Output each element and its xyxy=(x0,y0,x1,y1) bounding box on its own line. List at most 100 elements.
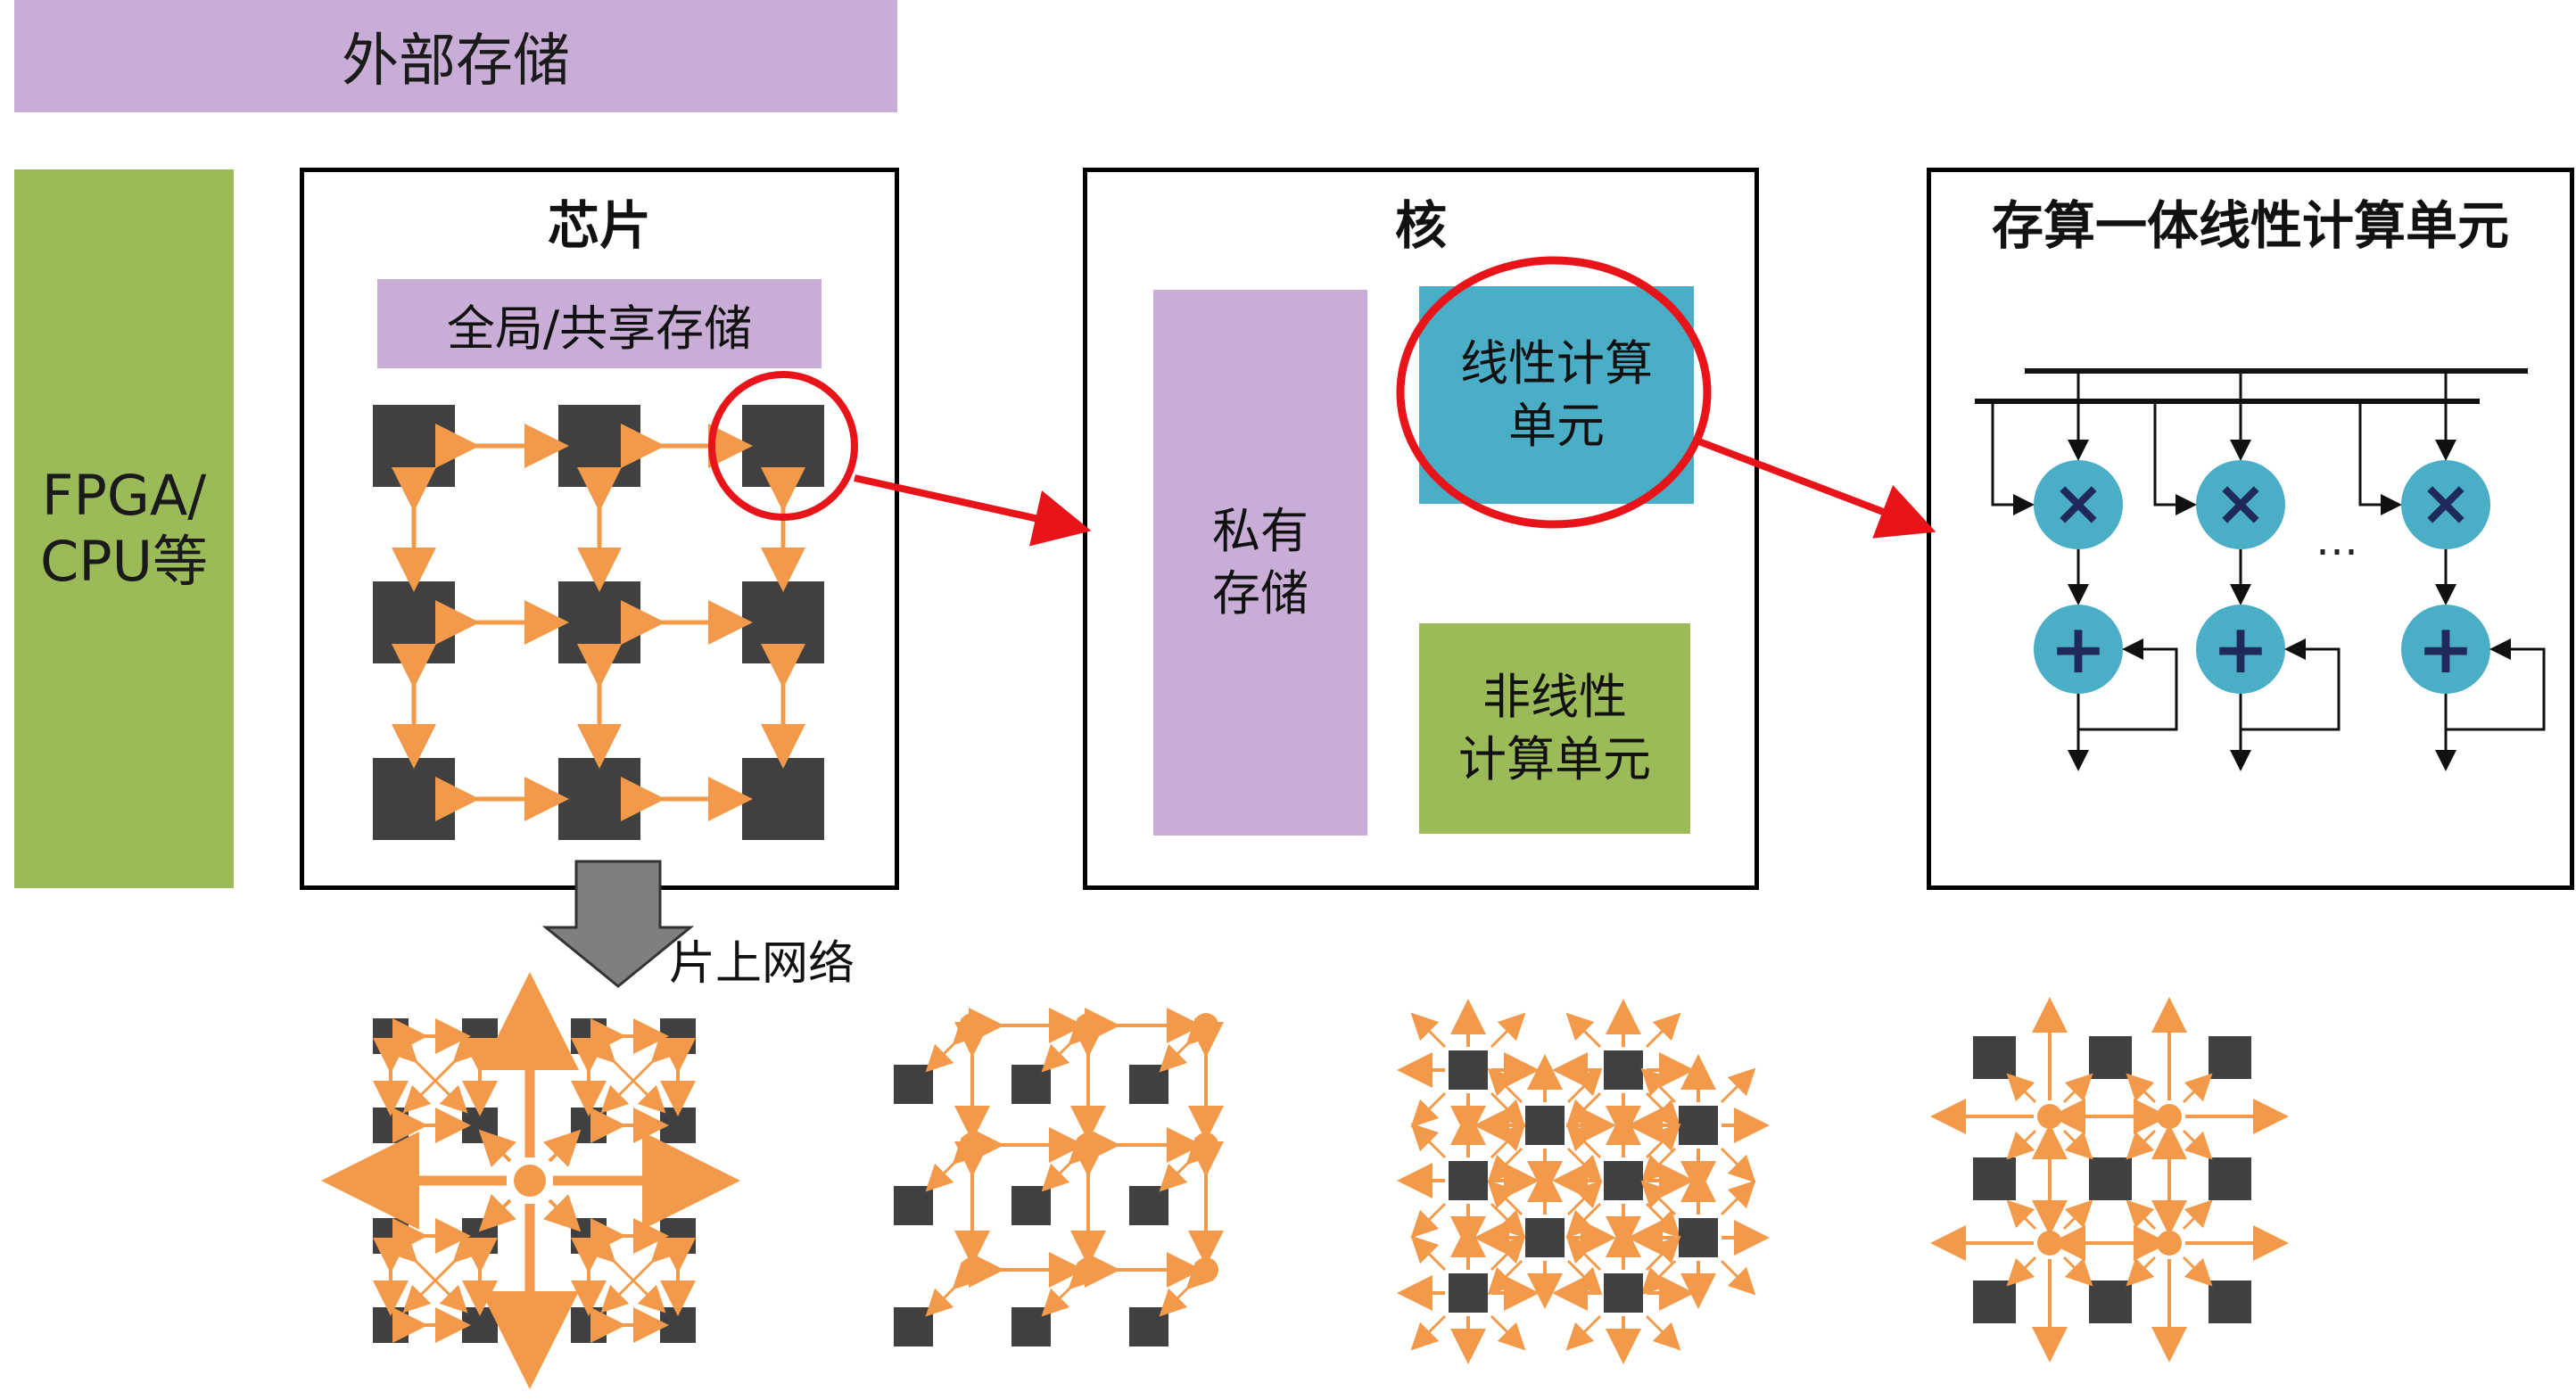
node-diag-link xyxy=(1565,1235,1602,1272)
node-diag-link xyxy=(1640,1067,1677,1104)
global-shared-storage: 全局/共享存储 xyxy=(377,279,822,368)
node-diag-link xyxy=(1410,1012,1447,1049)
node-diag-link xyxy=(1720,1180,1756,1216)
router-node xyxy=(960,1013,985,1038)
multiplier-node xyxy=(2196,460,2285,549)
adder-node xyxy=(2196,605,2285,694)
highlight-circle-linear-unit xyxy=(1396,256,1712,529)
router-diag-link xyxy=(2062,1199,2093,1231)
multiply-icon: × xyxy=(2215,466,2267,539)
node-square xyxy=(894,1186,933,1225)
node-square xyxy=(1011,1307,1051,1346)
core-title: 核 xyxy=(1394,195,1447,256)
node-diag-link xyxy=(1490,1314,1526,1351)
node-square xyxy=(373,1307,409,1343)
node-diag-link xyxy=(1566,1067,1603,1104)
nonlinear-compute-unit: 非线性 计算单元 xyxy=(1419,623,1690,834)
node-square xyxy=(2089,1157,2132,1200)
core-square xyxy=(558,581,640,663)
chip-core-grid xyxy=(373,405,824,840)
node-diag-link xyxy=(1720,1147,1756,1183)
noc-label: 片上网络 xyxy=(669,937,855,991)
router-node-link xyxy=(925,1017,981,1073)
node-square xyxy=(462,1108,498,1143)
router-node xyxy=(1076,1013,1101,1038)
node-square xyxy=(1449,1050,1488,1090)
router-diag-link xyxy=(2182,1256,2213,1287)
node-square xyxy=(462,1218,498,1254)
node-square xyxy=(1604,1050,1643,1090)
node-diag-link xyxy=(1645,1235,1681,1272)
node-diag-link xyxy=(1645,1091,1681,1128)
router-node xyxy=(1193,1013,1218,1038)
node-square xyxy=(1604,1161,1643,1200)
noc-topologies xyxy=(321,860,2289,1389)
router-node xyxy=(2157,1104,2182,1129)
adder-node xyxy=(2034,605,2123,694)
core-square xyxy=(742,758,824,840)
router-diag-link xyxy=(2062,1073,2093,1104)
node-square xyxy=(571,1108,607,1143)
node-square xyxy=(462,1018,498,1054)
cluster-diag-link xyxy=(600,1234,680,1314)
router-node xyxy=(960,1257,985,1282)
node-square xyxy=(1973,1157,2016,1200)
node-square xyxy=(1449,1273,1488,1313)
zoom-arrow-to-core xyxy=(854,474,1092,547)
node-diag-link xyxy=(1565,1012,1602,1049)
router-node-link xyxy=(925,1261,981,1317)
node-diag-link xyxy=(1410,1091,1447,1128)
router-diag-link xyxy=(2006,1199,2037,1231)
router-node xyxy=(2157,1231,2182,1256)
cim-unit-graph: ×+×+×+ xyxy=(1975,368,2546,771)
node-square xyxy=(1011,1186,1051,1225)
external-storage-label: 外部存储 xyxy=(342,29,570,95)
router-node-link xyxy=(1041,1136,1097,1192)
node-square xyxy=(1525,1218,1565,1257)
node-square xyxy=(1604,1273,1643,1313)
router-diag-link xyxy=(2126,1073,2157,1104)
node-diag-link xyxy=(1645,1012,1681,1049)
fpga-cpu-block: FPGA/ CPU等 xyxy=(14,169,234,888)
cim-unit-title: 存算一体线性计算单元 xyxy=(1991,195,2509,256)
node-square xyxy=(373,1218,409,1254)
private-storage: 私有 存储 xyxy=(1153,290,1367,836)
router-diag-link xyxy=(2182,1073,2213,1104)
router-node-link xyxy=(1041,1017,1097,1073)
node-square xyxy=(1525,1106,1565,1145)
accumulate-feedback-line xyxy=(2078,638,2178,731)
node-diag-link xyxy=(1487,1067,1523,1104)
multiplier-node xyxy=(2401,460,2490,549)
node-diag-link xyxy=(1720,1067,1756,1104)
router-node xyxy=(1193,1132,1218,1157)
add-icon: + xyxy=(2050,609,2107,688)
cluster-diag-link xyxy=(402,1034,482,1114)
node-diag-link xyxy=(1640,1259,1677,1296)
router-node xyxy=(1076,1257,1101,1282)
core-square xyxy=(373,405,455,487)
cluster-diag-link xyxy=(600,1034,680,1114)
router-diag-link xyxy=(2126,1199,2157,1231)
node-diag-link xyxy=(1565,1091,1602,1128)
highlight-circle-core xyxy=(708,371,858,521)
noc-topology-router-mesh xyxy=(894,1008,1224,1346)
router-node xyxy=(2037,1104,2062,1129)
node-square xyxy=(894,1065,933,1104)
node-diag-link xyxy=(1410,1314,1447,1351)
node-square xyxy=(571,1307,607,1343)
node-square xyxy=(571,1218,607,1254)
node-diag-link xyxy=(1487,1147,1523,1183)
node-square xyxy=(1973,1281,2016,1323)
hub-diag-link xyxy=(542,1129,582,1168)
core-square xyxy=(742,581,824,663)
node-diag-link xyxy=(1490,1091,1526,1128)
node-square xyxy=(462,1307,498,1343)
node-diag-link xyxy=(1720,1259,1756,1296)
node-square xyxy=(2089,1036,2132,1079)
node-square xyxy=(571,1018,607,1054)
multiply-icon: × xyxy=(2420,466,2473,539)
hub-diag-link xyxy=(542,1193,582,1232)
router-diag-link xyxy=(2006,1256,2037,1287)
hub-diag-link xyxy=(478,1193,517,1232)
